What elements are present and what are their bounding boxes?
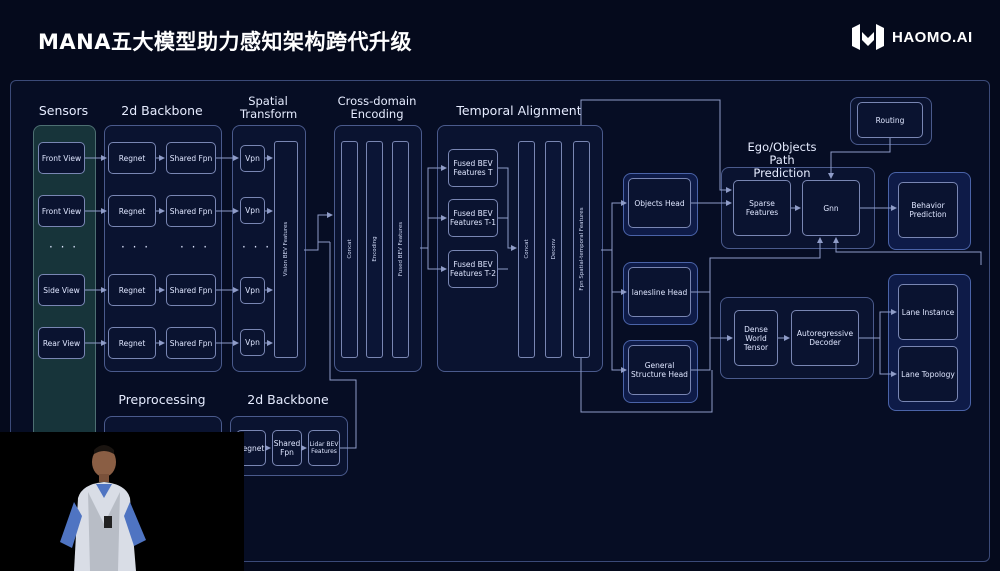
lanesline-head: lanesline Head xyxy=(628,267,691,317)
ta-deconv-bar xyxy=(545,141,562,358)
sparse-features-box: Sparse Features xyxy=(733,180,791,236)
fused-bev-t-1: Fused BEV Features T-1 xyxy=(448,199,498,237)
haomo-logo-icon xyxy=(852,24,884,50)
sensor-front-view-2: Front View xyxy=(38,195,85,227)
preprocessing-label: Preprocessing xyxy=(118,392,206,407)
gnn-box: Gnn xyxy=(802,180,860,236)
general-structure-head: General Structure Head xyxy=(628,345,691,395)
speaker-figure xyxy=(0,432,244,571)
regnet-box-2: Regnet xyxy=(108,195,156,227)
routing-box: Routing xyxy=(857,102,923,138)
sensor-front-view-1: Front View xyxy=(38,142,85,174)
autoregressive-decoder-box: Autoregressive Decoder xyxy=(791,310,859,366)
ta-fpn-bar xyxy=(573,141,590,358)
preprocessing-panel xyxy=(104,416,222,437)
cd-fused-bar xyxy=(392,141,409,358)
sensors-label: Sensors xyxy=(38,103,89,118)
speaker-video xyxy=(0,432,244,571)
behavior-prediction-box: Behavior Prediction xyxy=(898,182,958,238)
lane-topology-box: Lane Topology xyxy=(898,346,958,402)
page-title: MANA五大模型助力感知架构跨代升级 xyxy=(38,30,412,54)
lane-instance-box: Lane Instance xyxy=(898,284,958,340)
vpn-box-4: Vpn xyxy=(240,329,265,356)
lidar-bev-box: Lidar BEV Features xyxy=(308,430,340,466)
regnet-box-3: Regnet xyxy=(108,274,156,306)
vpn-box-2: Vpn xyxy=(240,197,265,224)
cd-encoding-bar xyxy=(366,141,383,358)
sensor-rear-view: Rear View xyxy=(38,327,85,359)
regnet-ellipsis: · · · xyxy=(121,240,151,254)
shared-fpn-box-4: Shared Fpn xyxy=(166,327,216,359)
vision-bev-bar xyxy=(274,141,298,358)
spatial-transform-label: Spatial Transform xyxy=(240,94,298,121)
ego-prediction-label: Ego/Objects Path Prediction xyxy=(747,140,817,180)
lidar-backbone-label: 2d Backbone xyxy=(247,392,329,407)
fused-bev-t: Fused BEV Features T xyxy=(448,149,498,187)
shared-fpn-box-1: Shared Fpn xyxy=(166,142,216,174)
regnet-box-1: Regnet xyxy=(108,142,156,174)
vpn-box-3: Vpn xyxy=(240,277,265,304)
vpn-ellipsis: · · · xyxy=(242,240,272,254)
objects-head: Objects Head xyxy=(628,178,691,228)
cross-domain-label: Cross-domain Encoding xyxy=(337,94,417,121)
vpn-box-1: Vpn xyxy=(240,145,265,172)
temporal-alignment-label: Temporal Alignment xyxy=(456,103,582,118)
dense-world-tensor-box: Dense World Tensor xyxy=(734,310,778,366)
logo-text: HAOMO.AI xyxy=(892,28,973,46)
fused-bev-t-2: Fused BEV Features T-2 xyxy=(448,250,498,288)
shared-fpn-box-3: Shared Fpn xyxy=(166,274,216,306)
ta-concat-bar xyxy=(518,141,535,358)
brand-logo: HAOMO.AI xyxy=(852,24,973,50)
shared-fpn-box-2: Shared Fpn xyxy=(166,195,216,227)
cd-concat-bar xyxy=(341,141,358,358)
backbone2d-label: 2d Backbone xyxy=(121,103,203,118)
sensor-side-view: Side View xyxy=(38,274,85,306)
regnet-box-4: Regnet xyxy=(108,327,156,359)
sensor-ellipsis: · · · xyxy=(49,240,79,254)
fpn-ellipsis: · · · xyxy=(180,240,210,254)
